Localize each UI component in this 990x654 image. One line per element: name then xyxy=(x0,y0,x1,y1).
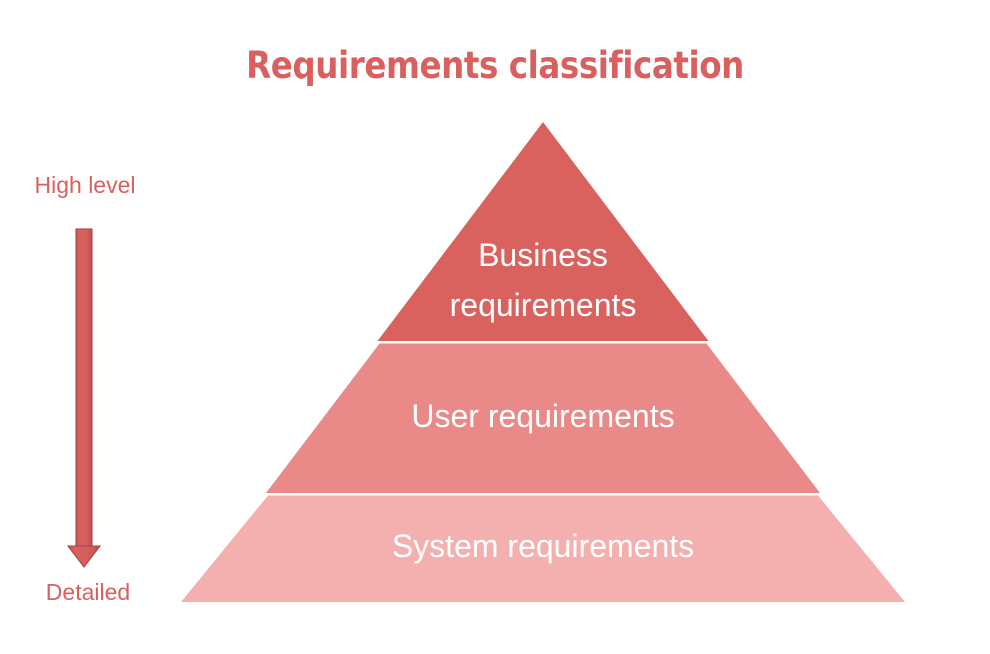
axis-label-detailed: Detailed xyxy=(45,579,131,605)
pyramid-tier-system[interactable] xyxy=(181,495,905,603)
down-arrow-icon xyxy=(66,228,102,568)
pyramid-tier-business[interactable] xyxy=(377,122,709,341)
pyramid-tier-label-user: User requirements xyxy=(411,398,675,434)
pyramid-tier-label-system: System requirements xyxy=(391,528,695,564)
axis-label-high-level: High level xyxy=(34,172,136,198)
page-title: Requirements classification xyxy=(246,44,744,87)
pyramid-tier-user[interactable] xyxy=(266,343,820,494)
pyramid-tier-label-business: Business requirements xyxy=(449,237,637,323)
level-axis: High level Detailed xyxy=(0,0,190,654)
